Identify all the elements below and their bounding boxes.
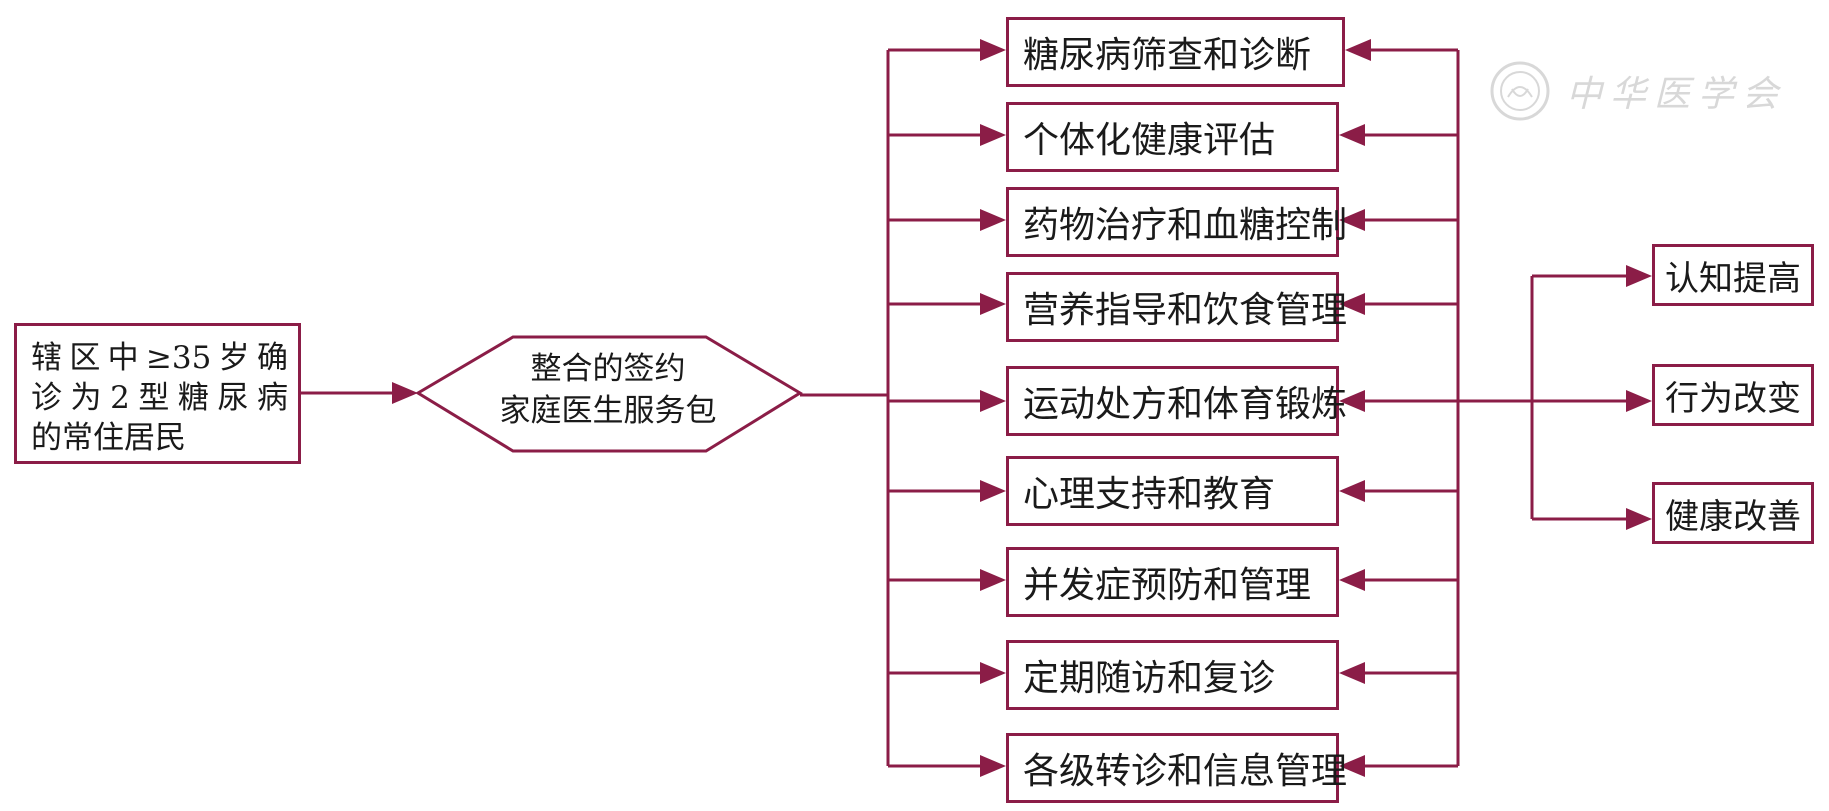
service-label: 并发症预防和管理 [1023, 565, 1312, 606]
service-label: 各级转诊和信息管理 [1023, 751, 1348, 792]
arrowhead-to-assessment [980, 124, 1006, 146]
outcome-box-behavior: 行为改变 [1652, 364, 1814, 426]
arrowhead-to-referral [980, 755, 1006, 777]
arrowhead-to-outcome-health [1626, 508, 1652, 530]
service-box-psychology: 心理支持和教育 [1006, 456, 1339, 526]
service-box-nutrition: 营养指导和饮食管理 [1006, 272, 1347, 342]
target-population-line-1: 辖区中≥35岁确 [31, 340, 288, 376]
arrowhead-to-outcome-behavior [1626, 390, 1652, 412]
arrowhead-to-medication [980, 209, 1006, 231]
service-label: 糖尿病筛查和诊断 [1023, 35, 1312, 76]
target-population-line-3: 的常住居民 [31, 420, 186, 456]
service-label: 营养指导和饮食管理 [1023, 290, 1348, 331]
arrowhead-right-to-follow-up [1339, 662, 1365, 684]
arrowhead-right-to-exercise [1339, 390, 1365, 412]
service-label: 药物治疗和血糖控制 [1023, 205, 1348, 246]
target-population-box: 辖区中≥35岁确 诊为2型糖尿病 的常住居民 [14, 323, 301, 464]
service-label: 定期随访和复诊 [1023, 658, 1276, 699]
service-box-exercise: 运动处方和体育锻炼 [1006, 366, 1347, 436]
service-box-medication: 药物治疗和血糖控制 [1006, 187, 1347, 257]
service-package-line-1: 整合的签约 [530, 351, 686, 387]
arrowhead-right-to-screening [1345, 39, 1371, 61]
service-label: 个体化健康评估 [1023, 120, 1276, 161]
service-box-complications: 并发症预防和管理 [1006, 547, 1339, 617]
target-population-line-2: 诊为2型糖尿病 [31, 380, 288, 416]
arrowhead-to-exercise [980, 390, 1006, 412]
arrowhead-right-to-complications [1339, 569, 1365, 591]
service-box-follow-up: 定期随访和复诊 [1006, 640, 1339, 710]
outcome-label: 认知提高 [1665, 258, 1801, 299]
outcome-box-health: 健康改善 [1652, 482, 1814, 544]
service-package-label: 整合的签约 家庭医生服务包 [418, 348, 798, 432]
arrowhead-to-nutrition [980, 293, 1006, 315]
service-box-referral: 各级转诊和信息管理 [1006, 733, 1347, 803]
arrowhead-right-to-psychology [1339, 480, 1365, 502]
arrowhead-to-outcome-cognition [1626, 265, 1652, 287]
service-label: 心理支持和教育 [1023, 474, 1276, 515]
arrowhead-source-to-package [392, 382, 418, 404]
outcome-label: 行为改变 [1665, 378, 1801, 419]
watermark-text: 中华医学会 [1566, 74, 1787, 115]
watermark: 中华医学会 [1488, 56, 1786, 126]
service-box-screening: 糖尿病筛查和诊断 [1006, 17, 1345, 87]
arrowhead-to-complications [980, 569, 1006, 591]
service-box-assessment: 个体化健康评估 [1006, 102, 1339, 172]
outcome-box-cognition: 认知提高 [1652, 244, 1814, 306]
service-label: 运动处方和体育锻炼 [1023, 384, 1348, 425]
arrowhead-right-to-referral [1339, 755, 1365, 777]
outcome-label: 健康改善 [1665, 496, 1801, 537]
service-package-line-2: 家庭医生服务包 [499, 393, 717, 429]
seal-emblem-icon [1490, 61, 1550, 121]
arrowhead-to-psychology [980, 480, 1006, 502]
service-package-hexagon [415, 335, 803, 453]
arrowhead-right-to-nutrition [1339, 293, 1365, 315]
arrowhead-to-follow-up [980, 662, 1006, 684]
arrowhead-right-to-assessment [1339, 124, 1365, 146]
arrowhead-to-screening [980, 39, 1006, 61]
arrowhead-right-to-medication [1339, 209, 1365, 231]
